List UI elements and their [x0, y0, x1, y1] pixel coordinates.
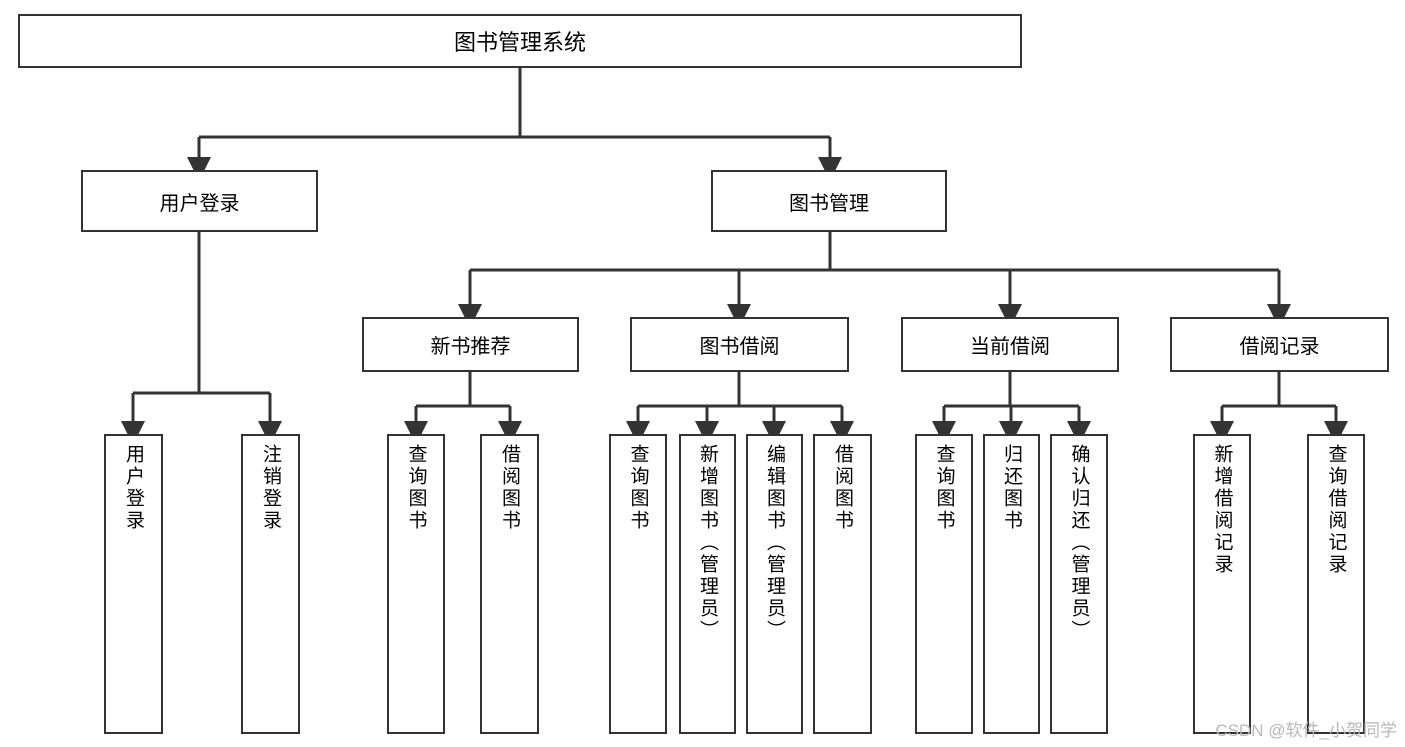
leaf-user-login[interactable]: 用户登录	[104, 434, 163, 734]
leaf-query-book-current-label: 查询图书	[933, 444, 955, 532]
node-new-book-recommend-label: 新书推荐	[430, 336, 511, 358]
leaf-add-book-admin-label: 新增图书（管理员）	[697, 444, 718, 642]
leaf-borrow-book-newbook[interactable]: 借阅图书	[480, 434, 539, 734]
leaf-query-borrow-record[interactable]: 查询借阅记录	[1307, 434, 1365, 734]
node-book-borrow[interactable]: 图书借阅	[630, 317, 849, 372]
leaf-user-login-label: 用户登录	[123, 444, 144, 532]
node-book-management[interactable]: 图书管理	[711, 170, 947, 232]
leaf-query-book-newbook-label: 查询图书	[405, 444, 427, 532]
leaf-logout[interactable]: 注销登录	[241, 434, 300, 734]
node-book-management-label: 图书管理	[789, 192, 869, 215]
leaf-edit-book-admin[interactable]: 编辑图书（管理员）	[746, 434, 803, 734]
node-user-login-label: 用户登录	[159, 192, 240, 215]
leaf-query-book-borrow[interactable]: 查询图书	[609, 434, 667, 734]
leaf-confirm-return-admin[interactable]: 确认归还（管理员）	[1050, 434, 1108, 734]
node-root-label: 图书管理系统	[453, 30, 586, 55]
leaf-query-borrow-record-label: 查询借阅记录	[1325, 444, 1347, 576]
leaf-query-book-borrow-label: 查询图书	[627, 444, 649, 532]
node-current-borrow-label: 当前借阅	[970, 336, 1050, 358]
node-current-borrow[interactable]: 当前借阅	[901, 317, 1119, 372]
leaf-return-book[interactable]: 归还图书	[983, 434, 1040, 734]
leaf-logout-label: 注销登录	[260, 444, 281, 532]
leaf-query-book-current[interactable]: 查询图书	[915, 434, 973, 734]
leaf-borrow-book[interactable]: 借阅图书	[813, 434, 872, 734]
node-user-login[interactable]: 用户登录	[81, 170, 318, 232]
leaf-borrow-book-label: 借阅图书	[832, 444, 853, 532]
node-book-borrow-label: 图书借阅	[699, 336, 780, 358]
leaf-confirm-return-admin-label: 确认归还（管理员）	[1068, 444, 1090, 642]
leaf-add-book-admin[interactable]: 新增图书（管理员）	[679, 434, 736, 734]
watermark: CSDN @软件_小贺同学	[1215, 721, 1397, 740]
node-borrow-record-label: 借阅记录	[1239, 336, 1320, 358]
node-new-book-recommend[interactable]: 新书推荐	[362, 317, 579, 372]
node-root[interactable]: 图书管理系统	[18, 14, 1022, 68]
leaf-query-book-newbook[interactable]: 查询图书	[387, 434, 445, 734]
node-borrow-record[interactable]: 借阅记录	[1170, 317, 1389, 372]
leaf-edit-book-admin-label: 编辑图书（管理员）	[764, 444, 785, 642]
leaf-add-borrow-record-label: 新增借阅记录	[1211, 444, 1233, 576]
leaf-add-borrow-record[interactable]: 新增借阅记录	[1193, 434, 1251, 734]
leaf-return-book-label: 归还图书	[1001, 444, 1022, 532]
leaf-borrow-book-newbook-label: 借阅图书	[499, 444, 520, 532]
